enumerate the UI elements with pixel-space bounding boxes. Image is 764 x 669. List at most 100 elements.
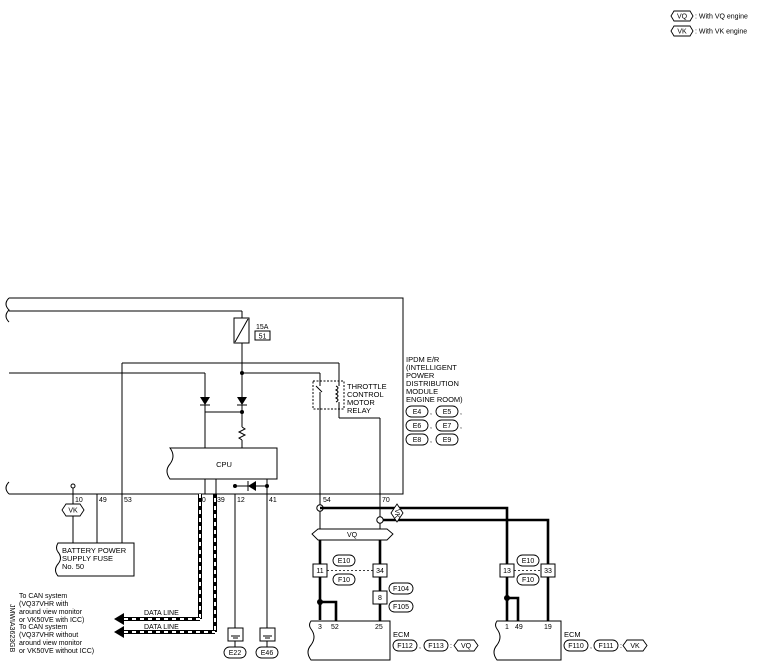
svg-text:(INTELLIGENT: (INTELLIGENT xyxy=(406,363,457,372)
ipdm-pin-wiring: 10 49 53 40 39 12 41 54 70 VK xyxy=(61,483,390,628)
svg-text:DISTRIBUTION: DISTRIBUTION xyxy=(406,379,459,388)
throttle-control-motor-relay: THROTTLE CONTROL MOTOR RELAY xyxy=(312,380,387,494)
svg-text:E4: E4 xyxy=(413,409,422,416)
svg-text:E7: E7 xyxy=(443,423,452,430)
relay-label-3: MOTOR xyxy=(347,398,375,407)
ecm-vq-label: ECM xyxy=(393,630,410,639)
svg-text:POWER: POWER xyxy=(406,371,435,380)
can-data-lines: DATA LINE DATA LINE xyxy=(114,494,217,638)
ipdm-internal-wiring xyxy=(9,362,340,494)
svg-text:or VK50VE with ICC): or VK50VE with ICC) xyxy=(19,617,84,624)
svg-text:F10: F10 xyxy=(522,577,534,584)
ground-e46: E46 xyxy=(255,627,279,659)
svg-text:3: 3 xyxy=(318,624,322,631)
svg-text::: : xyxy=(620,643,622,650)
can-notes: To CAN system (VQ37VHR with around view … xyxy=(8,593,94,655)
svg-text:ENGINE ROOM): ENGINE ROOM) xyxy=(406,395,463,404)
svg-text:To CAN system: To CAN system xyxy=(19,624,67,631)
legend-vk-tag xyxy=(670,25,694,37)
svg-text:around view monitor: around view monitor xyxy=(19,609,83,616)
svg-text:F104: F104 xyxy=(393,586,409,593)
svg-text:,: , xyxy=(430,423,432,430)
connector-e4 xyxy=(405,405,429,418)
svg-text:E5: E5 xyxy=(443,409,452,416)
svg-text:(VQ37VHR with: (VQ37VHR with xyxy=(19,601,69,608)
svg-text:41: 41 xyxy=(269,497,277,504)
svg-text:54: 54 xyxy=(323,497,331,504)
data-line-label-1: DATA LINE xyxy=(144,610,179,617)
svg-text:53: 53 xyxy=(124,497,132,504)
svg-text:E10: E10 xyxy=(522,558,535,565)
ipdm-er-module xyxy=(5,297,404,495)
svg-text:E8: E8 xyxy=(413,437,422,444)
svg-text:39: 39 xyxy=(217,497,225,504)
svg-text:SUPPLY FUSE: SUPPLY FUSE xyxy=(62,554,113,563)
svg-text:11: 11 xyxy=(316,568,323,575)
ecm-vq: 3 52 25 ECM F112 , F113 : VQ xyxy=(307,599,479,661)
drawing-code: JMWIA3623GB xyxy=(8,604,15,653)
legend-vq-text: : With VQ engine xyxy=(695,14,748,21)
svg-text:25: 25 xyxy=(375,624,383,631)
svg-text:or VK50VE without ICC): or VK50VE without ICC) xyxy=(19,648,94,655)
svg-text:,: , xyxy=(430,437,432,444)
svg-text:70: 70 xyxy=(382,497,390,504)
svg-text:(VQ37VHR without: (VQ37VHR without xyxy=(19,632,78,639)
svg-text:49: 49 xyxy=(515,624,523,631)
tag-vq-branch: VQ xyxy=(347,532,358,539)
svg-text:12: 12 xyxy=(237,497,245,504)
legend-vk-text: : With VK engine xyxy=(695,29,747,36)
connector-e6 xyxy=(405,419,429,432)
connector-e9 xyxy=(435,433,459,446)
connector-e8 xyxy=(405,433,429,446)
svg-text:19: 19 xyxy=(544,624,552,631)
svg-text:49: 49 xyxy=(99,497,107,504)
legend-vq-tag-text: VQ xyxy=(677,14,688,21)
connector-e5 xyxy=(435,405,459,418)
joint-connector-vk: 13 33 E10 F10 xyxy=(499,554,556,621)
ecm-vk-label: ECM xyxy=(564,630,581,639)
fuse-amp: 15A xyxy=(256,324,269,331)
battery-power-supply-fuse: BATTERY POWER SUPPLY FUSE No. 50 xyxy=(55,542,135,577)
svg-text:F105: F105 xyxy=(393,604,409,611)
relay-label-1: THROTTLE xyxy=(347,382,387,391)
legend-vk-tag-text: VK xyxy=(677,29,687,36)
cpu-label: CPU xyxy=(216,460,232,469)
svg-text:10: 10 xyxy=(75,497,83,504)
svg-text:F111: F111 xyxy=(599,643,614,650)
svg-text:,: , xyxy=(430,409,432,416)
fuse-15a: 15A 51 xyxy=(9,310,271,400)
svg-text:VK: VK xyxy=(630,643,640,650)
svg-text:E10: E10 xyxy=(338,558,351,565)
svg-text:VQ: VQ xyxy=(461,643,472,650)
tag-vk-relay: VK xyxy=(393,509,400,519)
svg-text:13: 13 xyxy=(503,568,511,575)
ground-e22: E22 xyxy=(223,627,247,659)
svg-text:F112: F112 xyxy=(397,643,413,650)
svg-text:MODULE: MODULE xyxy=(406,387,438,396)
svg-text:8: 8 xyxy=(378,595,382,602)
svg-text:No. 50: No. 50 xyxy=(62,562,84,571)
svg-text:F113: F113 xyxy=(428,643,444,650)
ecm-vk: 1 49 19 ECM F110 , F111 : VK xyxy=(493,595,648,661)
legend-vq-tag xyxy=(670,10,694,22)
svg-text:BATTERY POWER: BATTERY POWER xyxy=(62,546,127,555)
svg-text:,: , xyxy=(590,643,592,650)
svg-text:,: , xyxy=(419,643,421,650)
svg-text:E22: E22 xyxy=(229,650,242,657)
svg-text:E9: E9 xyxy=(443,437,452,444)
throttle-relay-output-wiring: VK VQ xyxy=(311,494,550,564)
relay-label-4: RELAY xyxy=(347,406,371,415)
tag-vk-fuse: VK xyxy=(68,508,78,515)
svg-text:E46: E46 xyxy=(261,650,274,657)
legend: VQ : With VQ engine VK : With VK engine xyxy=(670,10,748,37)
svg-text:52: 52 xyxy=(331,624,339,631)
svg-text:IPDM E/R: IPDM E/R xyxy=(406,355,440,364)
svg-text:F110: F110 xyxy=(568,643,584,650)
fuse-number: 51 xyxy=(259,334,267,341)
svg-text:33: 33 xyxy=(544,568,552,575)
relay-label-2: CONTROL xyxy=(347,390,384,399)
joint-connector-vq: 11 34 E10 F10 xyxy=(312,554,388,620)
svg-text:34: 34 xyxy=(376,568,384,575)
data-line-label-2: DATA LINE xyxy=(144,624,179,631)
